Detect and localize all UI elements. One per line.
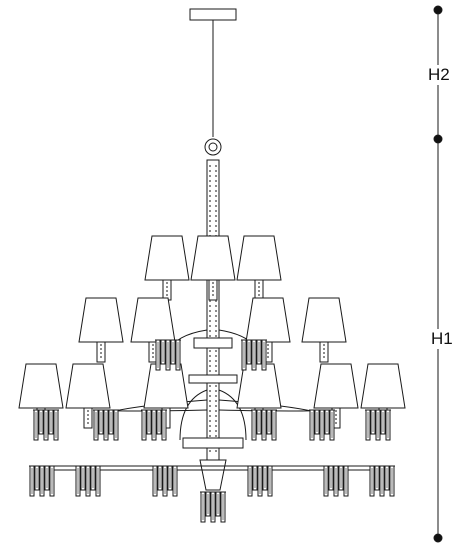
- dimension-h1-label: H1: [430, 329, 454, 349]
- ceiling-canopy: [189, 8, 237, 156]
- central-stem: [182, 159, 244, 491]
- crystal-group: [29, 339, 395, 523]
- lamp: [190, 235, 236, 301]
- crystal-cluster: [155, 339, 181, 371]
- crystal-cluster: [251, 409, 277, 441]
- lamp: [78, 297, 124, 363]
- lamp: [236, 235, 282, 301]
- lamp: [245, 297, 291, 363]
- lamp: [130, 297, 176, 363]
- dimension-line: [433, 5, 443, 543]
- crystal-cluster: [247, 465, 273, 497]
- crystal-cluster: [75, 465, 101, 497]
- crystal-cluster: [365, 409, 391, 441]
- crystal-cluster: [323, 465, 349, 497]
- crystal-cluster: [33, 409, 59, 441]
- crystal-cluster: [309, 409, 335, 441]
- dimension-marker-middle: [433, 134, 443, 144]
- lamp: [301, 297, 347, 363]
- lamp-group: [18, 235, 406, 429]
- crystal-cluster: [29, 465, 55, 497]
- crystal-cluster: [241, 339, 267, 371]
- crystal-cluster: [93, 409, 119, 441]
- dimension-marker-top: [433, 5, 443, 15]
- crystal-cluster: [152, 465, 178, 497]
- crystal-cluster: [200, 491, 226, 523]
- dimension-h2-label: H2: [427, 65, 451, 85]
- crystal-cluster: [141, 409, 167, 441]
- lamp: [65, 363, 111, 429]
- crystal-cluster: [369, 465, 395, 497]
- dimension-marker-bottom: [433, 533, 443, 543]
- lamp: [144, 235, 190, 301]
